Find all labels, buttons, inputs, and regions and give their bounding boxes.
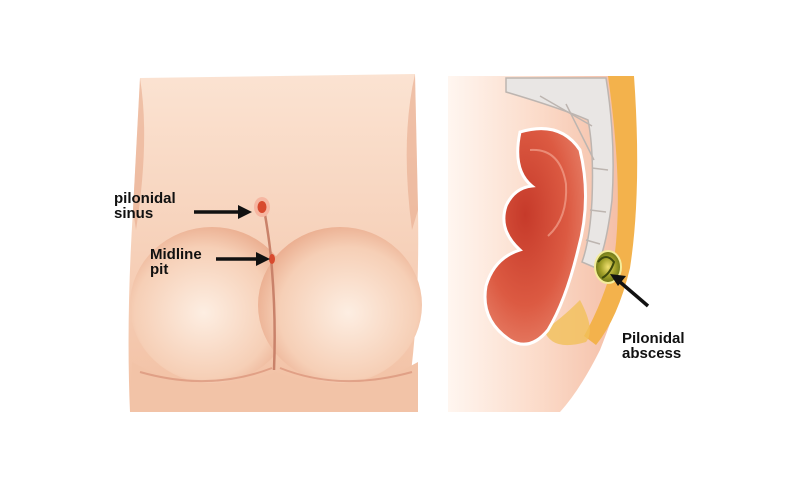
- pilonidal-sinus-lesion: [257, 201, 267, 213]
- label-pilonidal-abscess-line1: Pilonidal: [622, 330, 685, 347]
- label-pilonidal-abscess-line2: abscess: [622, 345, 682, 362]
- label-pilonidal-abscess: Pilonidal abscess: [622, 331, 685, 361]
- midline-pit-lesion: [269, 254, 275, 264]
- arrow-abscess: [610, 274, 650, 308]
- posterior-view: [128, 74, 422, 412]
- left-buttock: [130, 227, 294, 383]
- arrow-sinus: [194, 205, 252, 219]
- rectum: [483, 127, 588, 346]
- sagittal-section: [448, 76, 650, 412]
- label-pilonidal-sinus-line1: pilonidal: [114, 190, 176, 207]
- label-midline-pit-line1: Midline: [150, 246, 202, 263]
- gluteal-cleft: [260, 197, 276, 371]
- right-buttock: [258, 227, 422, 383]
- label-midline-pit: Midline pit: [150, 247, 202, 277]
- label-pilonidal-sinus: pilonidal sinus: [114, 191, 176, 221]
- sacrum: [505, 77, 614, 269]
- label-pilonidal-sinus-line2: sinus: [114, 205, 154, 222]
- label-midline-pit-line2: pit: [150, 261, 169, 278]
- arrow-pit: [216, 252, 270, 266]
